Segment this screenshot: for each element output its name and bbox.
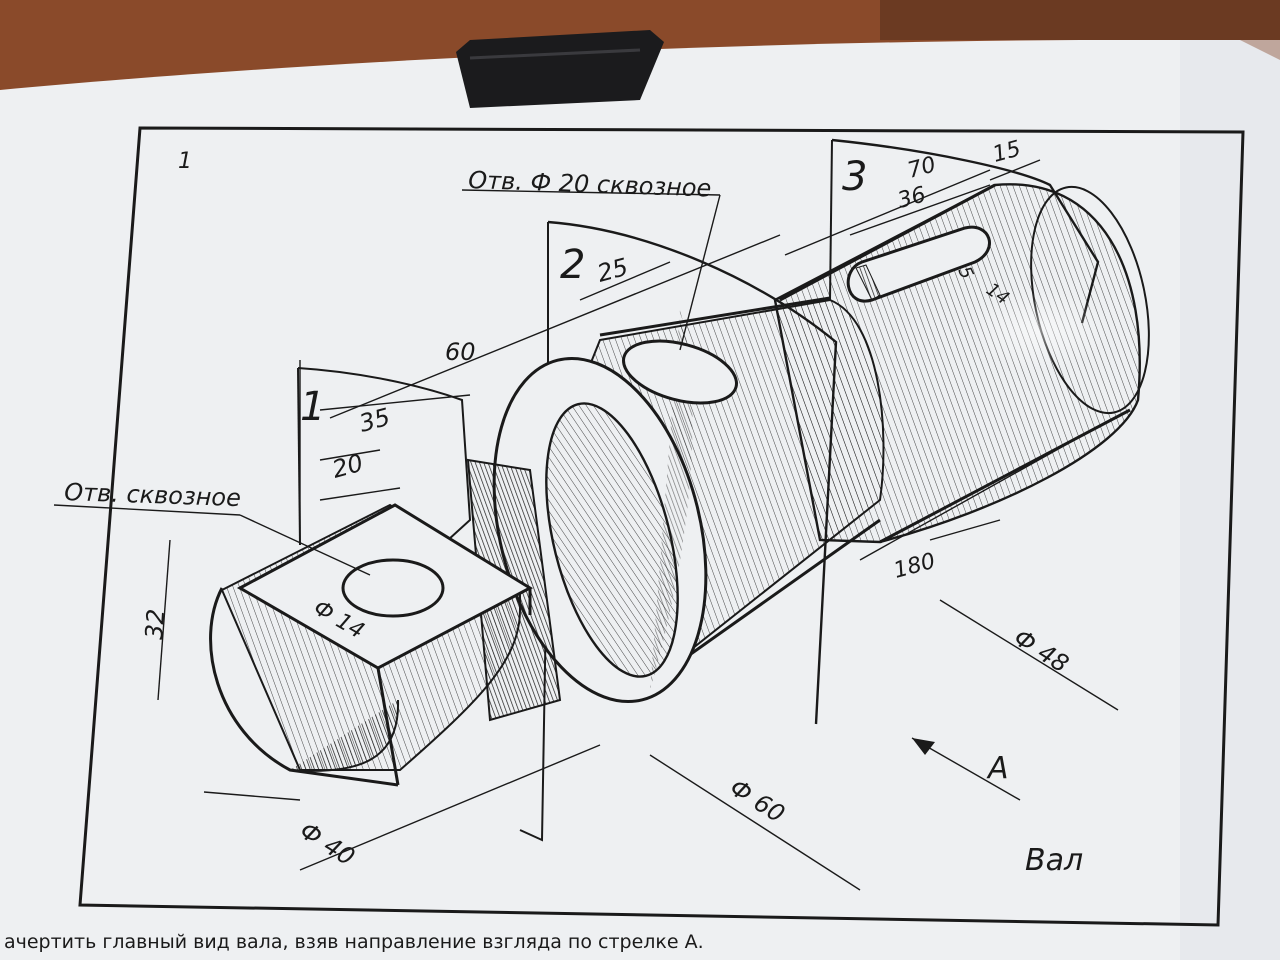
dimension-lines [157,159,1119,891]
note-hole-through: Отв. сквозное [64,478,242,512]
section-label-2: 2 [560,242,585,288]
note-leader-hole [53,504,241,516]
hole-d20 [622,339,738,405]
section-label-1: 1 [300,384,325,430]
note-leader-hole-arrow [239,514,371,576]
part-name: Вал [1025,843,1083,878]
view-arrow-head [912,738,935,755]
figure-number: 1 [178,149,192,174]
section-label-3: 3 [842,154,867,200]
dim-60: 60 [445,338,476,366]
instruction-text: ачертить главный вид вала, взяв направле… [4,931,704,953]
photo-glare [970,290,1110,370]
note-leader-d20 [461,189,721,196]
note-leader-d20-arrow [679,194,721,351]
binder-clip [456,30,664,108]
keyway-slot [846,225,991,303]
hole-d14 [341,558,445,618]
shaft-left-end [209,503,534,787]
dim-32: 32 [140,608,170,640]
drawing-frame [78,126,1245,927]
fabric-corner [880,0,1280,40]
view-arrow-label: A [986,751,1009,786]
